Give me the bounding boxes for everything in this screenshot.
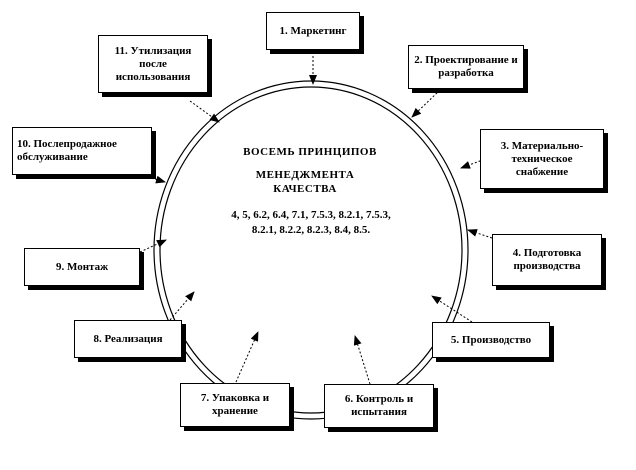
center-title-line2: МЕНЕДЖМЕНТА КАЧЕСТВА <box>255 169 355 195</box>
stage-box-2: 2. Проектирование и разработка <box>408 45 524 89</box>
arrow-10 <box>139 174 166 184</box>
stage-box-5: 5. Производство <box>432 322 550 358</box>
stage-box-10: 10. Послепродажное обслуживание <box>12 127 152 175</box>
stage-box-7: 7. Упаковка и хранение <box>180 383 290 427</box>
arrow-7 <box>235 331 259 383</box>
arrow-4 <box>467 229 493 239</box>
stage-box-8: 8. Реализация <box>74 320 182 358</box>
stage-box-11: 11. Утилизация после использования <box>98 35 208 93</box>
arrow-6 <box>353 335 371 385</box>
stage-box-9: 9. Монтаж <box>24 248 140 286</box>
center-title-line1: ВОСЕМЬ ПРИНЦИПОВ <box>243 146 377 158</box>
stage-box-1: 1. Маркетинг <box>266 12 360 50</box>
stage-box-3: 3. Материально-техническое снабжение <box>480 129 604 189</box>
outer-circle <box>153 80 469 420</box>
arrow-8 <box>169 291 195 321</box>
arrow-11 <box>189 100 220 123</box>
inner-circle <box>159 86 463 414</box>
center-references: 4, 5, 6.2, 6.4, 7.1, 7.5.3, 8.2.1, 7.5.3… <box>231 209 391 236</box>
arrow-2 <box>411 89 441 118</box>
stage-box-6: 6. Контроль и испытания <box>324 384 434 428</box>
arrow-9 <box>139 239 167 253</box>
stage-box-4: 4. Подготовка производства <box>492 234 602 286</box>
